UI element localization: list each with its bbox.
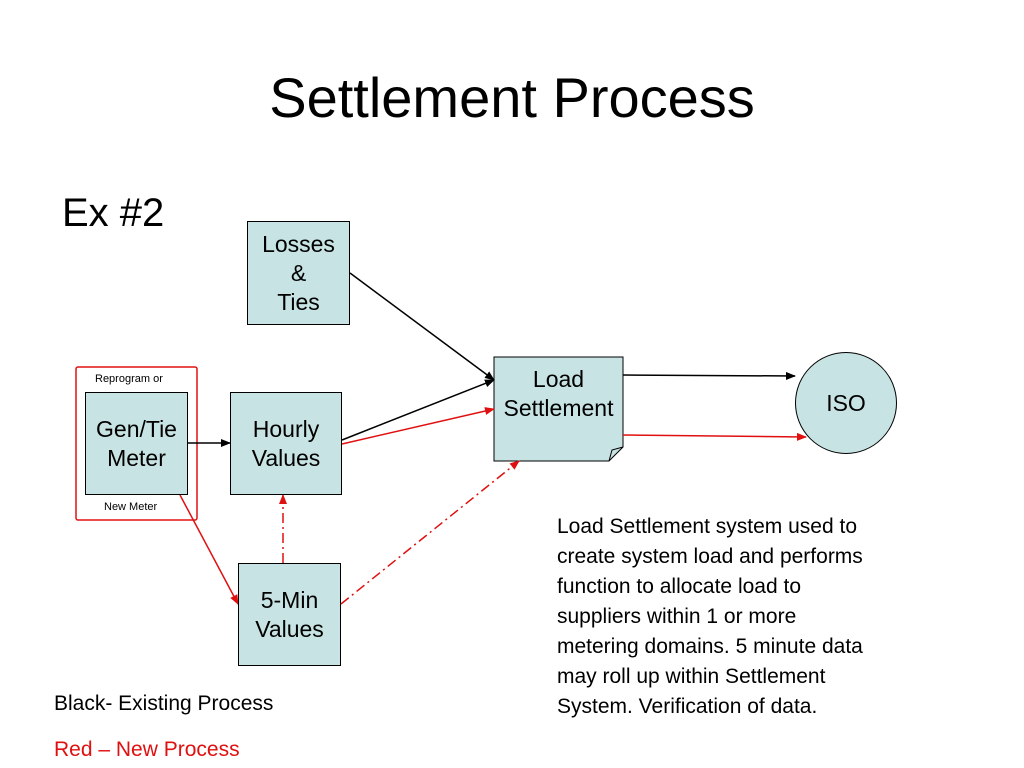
reprogram-label: Reprogram or — [95, 373, 163, 385]
losses-ties-label: Losses & Ties — [262, 230, 335, 315]
load-settlement-box: Load Settlement — [494, 357, 623, 461]
arrow-fivemin-to-settlement — [340, 460, 520, 605]
losses-ties-box: Losses & Ties — [247, 221, 350, 325]
iso-label: ISO — [826, 389, 866, 416]
legend-new: Red – New Process — [54, 738, 240, 761]
arrow-settlement-to-iso — [622, 371, 796, 380]
iso-circle: ISO — [795, 352, 897, 454]
example-label: Ex #2 — [62, 191, 165, 235]
arrow-hourly-to-settlement — [341, 379, 495, 441]
description-text: Load Settlement system used to create sy… — [557, 515, 863, 718]
arrow-losses-to-settlement — [349, 272, 495, 381]
five-min-values-label: 5-Min Values — [255, 586, 324, 642]
load-settlement-label: Load Settlement — [503, 366, 614, 421]
page-title: Settlement Process — [269, 66, 755, 129]
gen-tie-meter-box: Gen/Tie Meter — [85, 392, 188, 495]
gen-tie-meter-label: Gen/Tie Meter — [96, 415, 177, 471]
new-meter-label: New Meter — [104, 501, 158, 513]
hourly-values-box: Hourly Values — [230, 392, 342, 495]
arrow-hourly-to-settlement-new — [341, 407, 495, 445]
arrow-meter-to-fivemin — [179, 494, 239, 605]
hourly-values-label: Hourly Values — [251, 415, 321, 471]
five-min-values-box: 5-Min Values — [238, 563, 341, 666]
legend-existing: Black- Existing Process — [54, 692, 274, 715]
load-settlement-shape — [493, 356, 624, 462]
arrow-settlement-to-iso-new — [622, 432, 807, 441]
